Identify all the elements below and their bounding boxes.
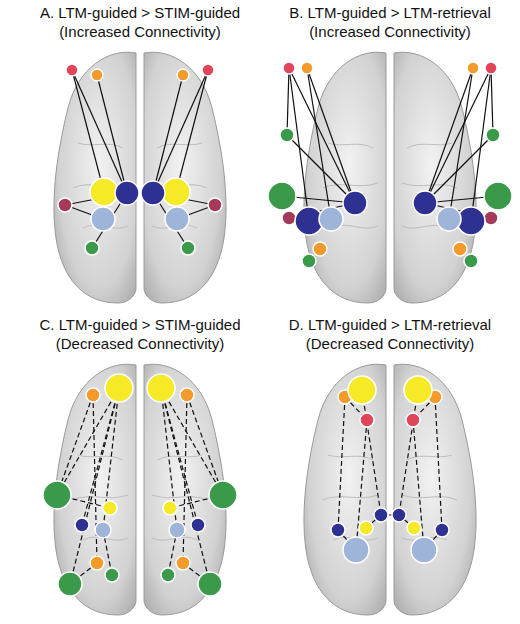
panel-title: A. LTM-guided > STIM-guided xyxy=(40,4,240,22)
panel-title: D. LTM-guided > LTM-retrieval xyxy=(289,316,491,334)
panel-title: (Decreased Connectivity) xyxy=(306,335,474,353)
panel-title: B. LTM-guided > LTM-retrieval xyxy=(289,4,491,22)
panel-title: (Increased Connectivity) xyxy=(309,23,471,41)
decreased-connections xyxy=(57,388,442,584)
panel-title: C. LTM-guided > STIM-guided xyxy=(39,316,240,334)
brain-top-view xyxy=(54,364,226,615)
panel-title: (Increased Connectivity) xyxy=(59,23,221,41)
brain-top-view xyxy=(304,364,476,615)
panel-title: (Decreased Connectivity) xyxy=(56,335,224,353)
increased-connections xyxy=(65,68,498,248)
brain-top-view xyxy=(54,52,226,303)
